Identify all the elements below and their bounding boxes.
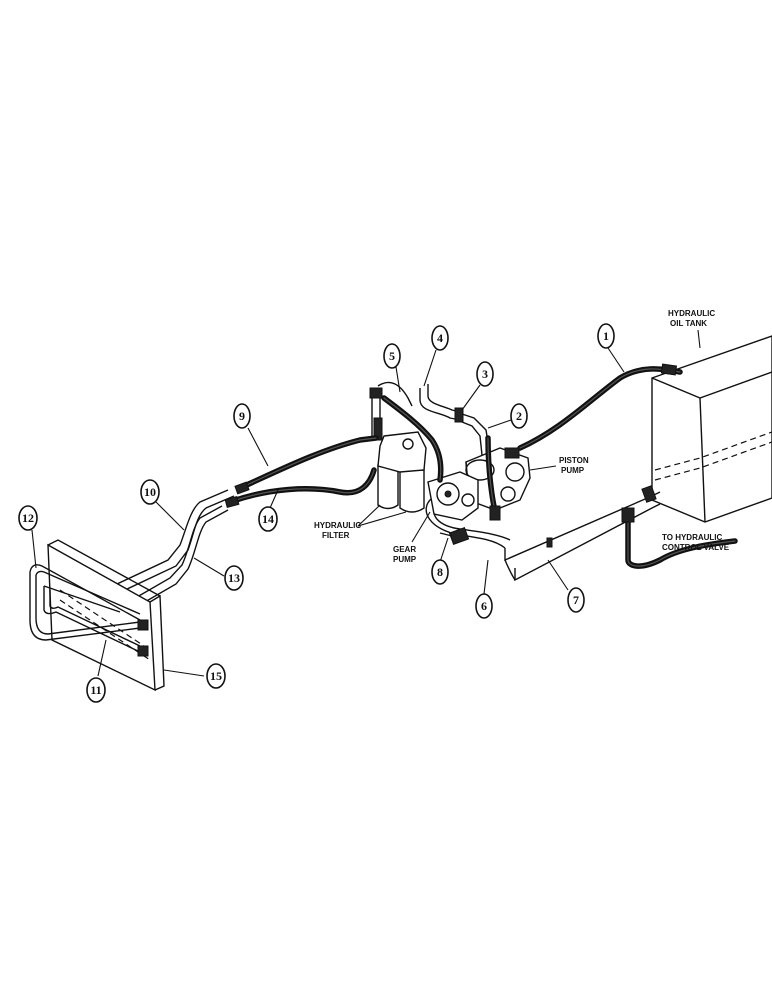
hose-9 xyxy=(234,435,379,495)
callout-2-number: 2 xyxy=(516,409,522,423)
callout-11-number: 11 xyxy=(90,683,101,697)
callout-13: 13 xyxy=(224,565,244,591)
hydraulic-oil-tank-label-1: HYDRAULIC xyxy=(668,309,715,318)
oil-cooler xyxy=(47,539,165,692)
callout-15-number: 15 xyxy=(210,669,222,683)
gear-pump-label-1: GEAR xyxy=(393,545,416,554)
tube-4 xyxy=(419,384,461,421)
callout-6: 6 xyxy=(475,593,493,619)
callout-3-number: 3 xyxy=(482,367,488,381)
callout-1: 1 xyxy=(597,323,615,349)
piston-pump-label-1: PISTON xyxy=(559,456,589,465)
pump-pressure-hose xyxy=(485,435,501,521)
callout-4-number: 4 xyxy=(437,331,443,345)
control-valve-label-1: TO HYDRAULIC xyxy=(662,533,723,542)
callout-14-number: 14 xyxy=(262,512,274,526)
hydraulic-filter-label-2: FILTER xyxy=(322,531,350,540)
hydraulic-filter xyxy=(369,381,427,513)
callout-4: 4 xyxy=(431,325,449,351)
gear-pump xyxy=(427,471,479,521)
tube-11 xyxy=(43,585,149,657)
piston-pump-label-2: PUMP xyxy=(561,466,585,475)
callout-5-number: 5 xyxy=(389,349,395,363)
pipe-7 xyxy=(504,485,661,582)
fitting-8 xyxy=(439,526,470,546)
callout-12-number: 12 xyxy=(22,511,34,525)
tube-10 xyxy=(99,489,235,599)
callout-3: 3 xyxy=(476,361,494,387)
callout-7: 7 xyxy=(567,587,585,613)
callout-11: 11 xyxy=(86,677,106,703)
callout-5: 5 xyxy=(383,343,401,369)
callout-7-number: 7 xyxy=(573,593,579,607)
hose-5 xyxy=(381,395,444,483)
hose-14 xyxy=(224,467,377,509)
callout-13-number: 13 xyxy=(228,571,240,585)
control-valve-label-2: CONTROL VALVE xyxy=(662,543,730,552)
callout-10: 10 xyxy=(140,479,160,505)
callout-9: 9 xyxy=(233,403,251,429)
callout-10-number: 10 xyxy=(144,485,156,499)
callout-15: 15 xyxy=(206,663,226,689)
callout-9-number: 9 xyxy=(239,409,245,423)
callout-6-number: 6 xyxy=(481,599,487,613)
hose-1 xyxy=(517,363,683,451)
piston-pump xyxy=(465,447,531,511)
hydraulic-oil-tank xyxy=(651,335,772,523)
tube-12 xyxy=(29,564,141,641)
callout-14: 14 xyxy=(258,506,278,532)
callout-2: 2 xyxy=(510,403,528,429)
gear-pump-label-2: PUMP xyxy=(393,555,417,564)
callout-12: 12 xyxy=(18,505,38,531)
hydraulic-filter-label-1: HYDRAULIC xyxy=(314,521,361,530)
tube-13 xyxy=(117,505,229,615)
hydraulic-oil-tank-label-2: OIL TANK xyxy=(670,319,707,328)
control-valve-hose xyxy=(621,507,738,569)
callout-8: 8 xyxy=(431,559,449,585)
callout-8-number: 8 xyxy=(437,565,443,579)
tube-2-3 xyxy=(454,407,491,456)
callout-1-number: 1 xyxy=(603,329,609,343)
